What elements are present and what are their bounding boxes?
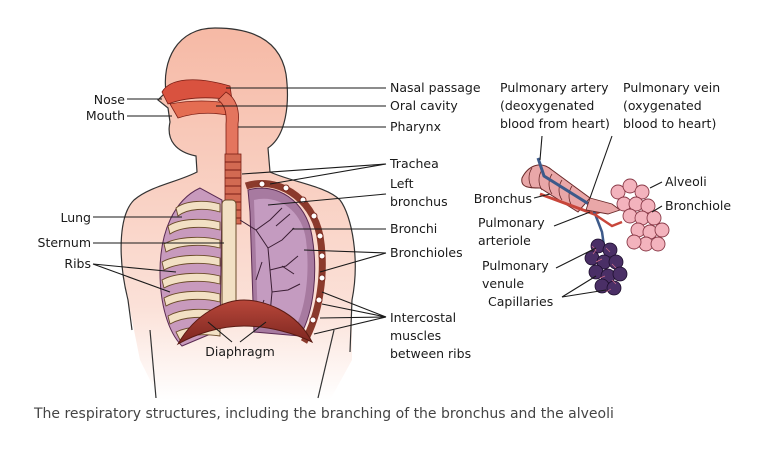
label-capillaries: Capillaries <box>488 294 553 309</box>
label-mouth: Mouth <box>86 108 125 123</box>
figure-caption: The respiratory structures, including th… <box>34 406 614 422</box>
label-intercostal-line3: between ribs <box>390 346 471 361</box>
label-pulmonary-arteriole-line1: Pulmonary <box>478 215 545 230</box>
label-intercostal-line1: Intercostal <box>390 310 456 325</box>
label-bronchus: Bronchus <box>474 191 532 206</box>
label-nose: Nose <box>94 92 126 107</box>
label-ribs: Ribs <box>64 256 91 271</box>
label-pulmonary-artery-line1: Pulmonary artery <box>500 80 609 95</box>
label-bronchioles: Bronchioles <box>390 245 463 260</box>
bronchus-detail <box>521 157 670 296</box>
label-pulmonary-artery: Pulmonary artery (deoxygenated blood fro… <box>500 80 613 131</box>
label-pulmonary-vein-line3: blood to heart) <box>623 116 716 131</box>
label-lung: Lung <box>60 210 91 225</box>
label-pulmonary-arteriole: Pulmonary arteriole <box>478 215 549 248</box>
label-oral-cavity: Oral cavity <box>390 98 458 113</box>
left-lung-section <box>239 179 326 344</box>
label-bronchi: Bronchi <box>390 221 437 236</box>
label-pharynx: Pharynx <box>390 119 441 134</box>
label-pulmonary-vein: Pulmonary vein (oxygenated blood to hear… <box>623 80 724 131</box>
label-intercostal-line2: muscles <box>390 328 441 343</box>
label-diaphragm: Diaphragm <box>205 344 275 359</box>
label-pulmonary-vein-line1: Pulmonary vein <box>623 80 720 95</box>
label-intercostal: Intercostal muscles between ribs <box>390 310 471 361</box>
label-nasal-passage: Nasal passage <box>390 80 481 95</box>
label-pulmonary-artery-line3: blood from heart) <box>500 116 610 131</box>
label-pulmonary-venule: Pulmonary venule <box>482 258 553 291</box>
label-left-bronchus: Left bronchus <box>390 176 448 209</box>
label-pulmonary-venule-line2: venule <box>482 276 524 291</box>
leader-lines <box>92 87 663 343</box>
label-left-bronchus-line2: bronchus <box>390 194 448 209</box>
upper-airway <box>161 79 239 157</box>
label-pulmonary-venule-line1: Pulmonary <box>482 258 549 273</box>
anatomy-labels: Nose Mouth Lung Sternum Ribs Diaphragm N… <box>38 80 732 361</box>
label-left-bronchus-line1: Left <box>390 176 414 191</box>
label-trachea: Trachea <box>389 156 439 171</box>
label-pulmonary-arteriole-line2: arteriole <box>478 233 531 248</box>
label-pulmonary-artery-line2: (deoxygenated <box>500 98 594 113</box>
diaphragm <box>176 299 314 346</box>
lung-with-ribs <box>159 187 223 347</box>
label-pulmonary-vein-line2: (oxygenated <box>623 98 702 113</box>
label-bronchiole: Bronchiole <box>665 198 731 213</box>
label-alveoli: Alveoli <box>665 174 707 189</box>
label-sternum: Sternum <box>38 235 91 250</box>
